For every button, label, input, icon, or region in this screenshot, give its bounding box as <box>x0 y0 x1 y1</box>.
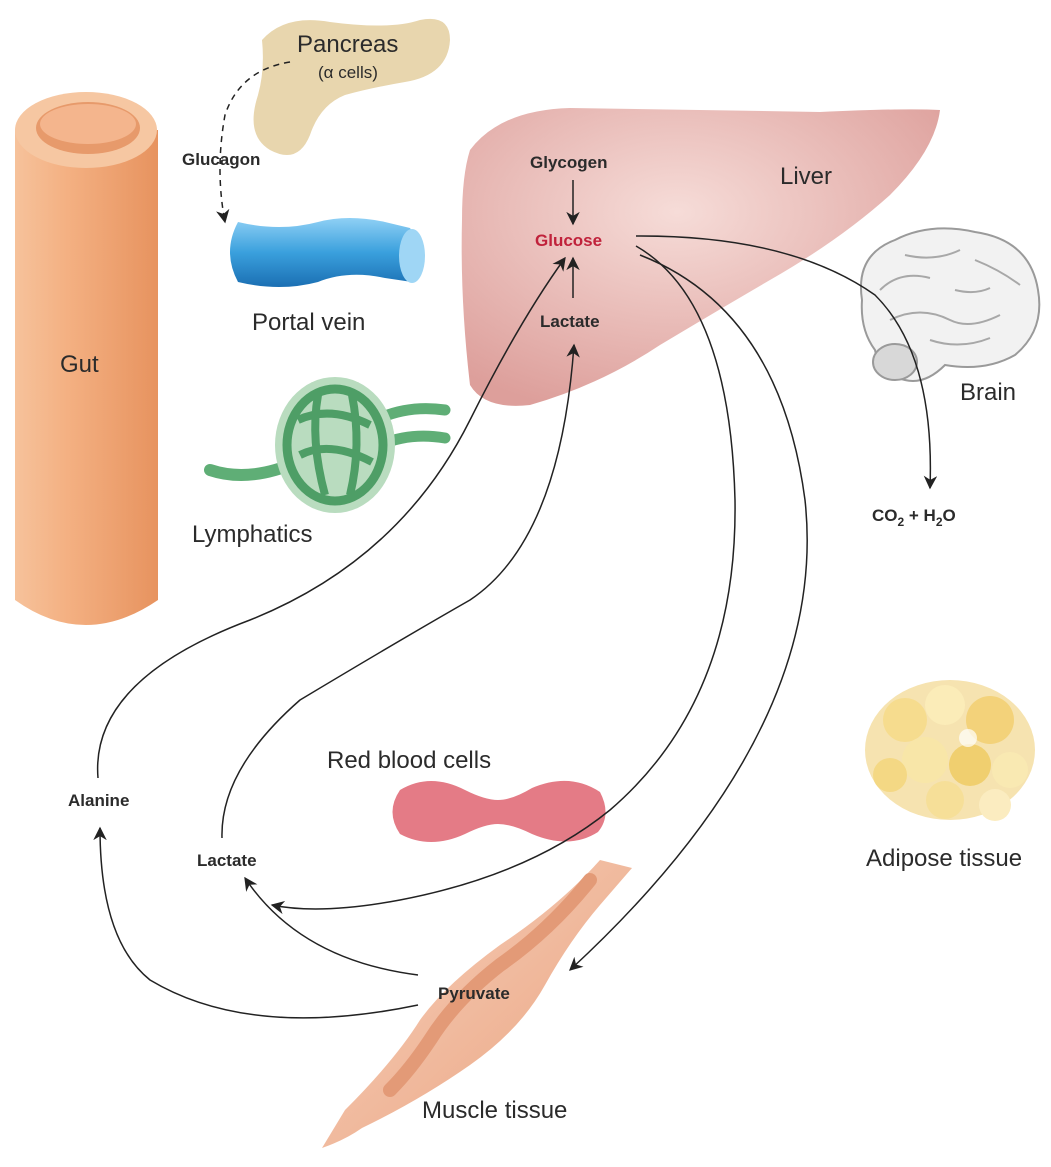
co2-h2o-label: CO2 + H2O <box>872 506 956 529</box>
periphery-lactate-label: Lactate <box>197 851 257 870</box>
pyruvate-label: Pyruvate <box>438 984 510 1003</box>
glycogen-label: Glycogen <box>530 153 607 172</box>
pancreas-label: Pancreas <box>297 31 398 58</box>
liver-label: Liver <box>780 163 832 190</box>
portal-vein-organ <box>230 218 420 287</box>
adipose-label: Adipose tissue <box>866 845 1022 872</box>
brain-organ <box>861 228 1039 381</box>
rbc-label: Red blood cells <box>327 747 491 774</box>
glucagon-label: Glucagon <box>182 150 260 169</box>
adipose-organ <box>865 680 1035 821</box>
glucose-label: Glucose <box>535 231 602 250</box>
alanine-label: Alanine <box>68 791 129 810</box>
lymphatics-organ <box>210 377 445 513</box>
co2-text: CO <box>872 506 898 525</box>
pyruvate-to-alanine-arrow <box>100 828 418 1018</box>
lymphatics-label: Lymphatics <box>192 521 313 548</box>
h2o-end-text: O <box>943 506 956 525</box>
plus-h-text: + H <box>904 506 936 525</box>
red-blood-cell <box>393 781 606 842</box>
brain-label: Brain <box>960 379 1016 406</box>
muscle-label: Muscle tissue <box>422 1097 567 1124</box>
pyruvate-to-lactate-arrow <box>245 878 418 975</box>
portal-vein-label: Portal vein <box>252 309 365 336</box>
liver-lactate-label: Lactate <box>540 312 600 331</box>
gut-label: Gut <box>60 351 99 378</box>
pancreas-cells-label: (α cells) <box>318 63 378 82</box>
